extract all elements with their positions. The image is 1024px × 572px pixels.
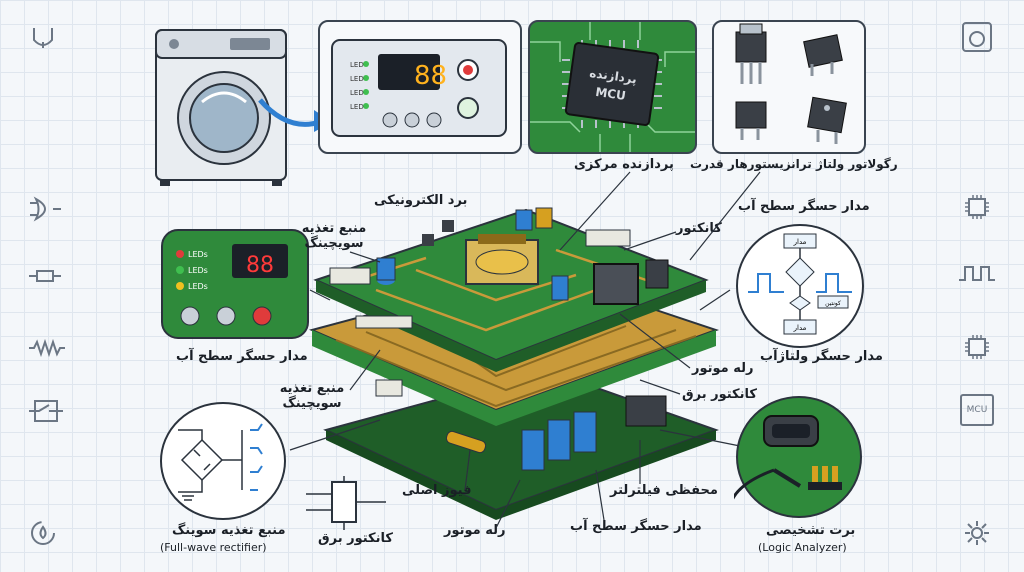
- to220-transistor: [735, 23, 767, 84]
- chip-label-line1: پردازنده: [589, 66, 638, 86]
- main-fuse-label: فیوز اصلی: [402, 483, 472, 498]
- led-label: LED: [350, 89, 364, 97]
- chip-label-line2: MCU: [595, 85, 627, 103]
- transistors-panel-box: [712, 20, 866, 154]
- flow-node-top: مدار: [793, 238, 807, 246]
- seven-segment-display: 88: [414, 61, 447, 91]
- inductor-icon: [29, 338, 65, 358]
- psu-mid-label: منبع تغذیه سویچینگ: [272, 381, 352, 412]
- mcu-chip-icon: MCU: [960, 394, 994, 426]
- diag-port-zoom: [734, 396, 862, 518]
- switch-icon: [29, 400, 63, 422]
- flowchart-zoom: مدار کونتین مدار: [736, 224, 864, 348]
- control-panel-box: LED LED LED LED 88: [318, 20, 522, 154]
- water-drop-icon: [31, 521, 55, 545]
- power-connector-right-label: کانکتور برق: [682, 387, 757, 402]
- washing-machine: [155, 29, 287, 186]
- leds-label: LEDs: [188, 250, 208, 259]
- chip-icon: [965, 195, 989, 219]
- level-sensor-left-label: مدار حسگر سطح آب: [176, 349, 308, 364]
- level-sensor-bottom-label: مدار حسگر سطح آب: [570, 519, 702, 534]
- flow-node-mid: کونتین: [825, 300, 841, 307]
- leds-label: LEDs: [188, 266, 208, 275]
- motor-relay-bottom-label: رله موتور: [444, 523, 506, 538]
- leds-label: LEDs: [188, 282, 208, 291]
- control-panel-drawing: LED LED LED LED 88: [331, 39, 507, 137]
- connector-top-label: کانکتور: [676, 221, 722, 236]
- pulse-icon: [959, 266, 995, 281]
- flow-node-bottom: مدار: [793, 324, 807, 332]
- led-label: LED: [350, 103, 364, 111]
- rectifier-note: (Full-wave rectifier): [160, 541, 267, 554]
- board-label: برد الکترونیکی: [374, 193, 468, 208]
- cpu-label: پردازنده مرکزی: [574, 157, 674, 172]
- washer-drum-icon: [962, 22, 992, 52]
- pcb-stack: [308, 207, 720, 520]
- power-transistor: [807, 96, 847, 144]
- led-label: LED: [350, 75, 364, 83]
- gear-icon: [965, 521, 989, 545]
- power-parts-label: رگولاتور ولتاژ ترانزیستورهار قدرت: [690, 157, 898, 171]
- sink-icon: [33, 28, 53, 48]
- psu-mid-text: منبع تغذیه سویچینگ: [279, 381, 345, 411]
- led-display: 88: [246, 253, 274, 278]
- logic-note: (Logic Analyzer): [758, 541, 847, 554]
- psu-bottom-label: منبع تغذیه سوینگ: [172, 523, 286, 538]
- connector-symbol: [306, 476, 386, 530]
- led-label: LED: [350, 61, 364, 69]
- level-sensor-top-label: مدار حسگر سطح آب: [738, 199, 870, 214]
- voltage-sensor-label: مدار حسگر ولتاژآب: [760, 349, 883, 364]
- dpak-transistor: [803, 34, 843, 76]
- psu-top-label: منبع تغذیه سویچینگ: [294, 221, 374, 252]
- diag-port-label: برت تشخیصی: [766, 523, 856, 538]
- mcu-drawing: پردازنده MCU: [530, 22, 695, 152]
- filter-protector-label: محفظی فیلترلتر: [610, 483, 718, 498]
- motor-relay-right-label: رله موتور: [692, 361, 754, 376]
- led-panel-zoom: LEDs LEDs LEDs 88: [161, 229, 309, 339]
- chip-icon-2: [965, 335, 989, 359]
- power-connector-bottom-label: کانکتور برق: [318, 531, 393, 546]
- regulator: [735, 101, 767, 140]
- transistors-drawing: [735, 23, 847, 144]
- psu-top-text: منبع تغذیه سویچینگ: [301, 221, 367, 251]
- mcu-panel-box: پردازنده MCU: [528, 20, 697, 154]
- resistor-icon: [29, 270, 61, 282]
- logic-gate-icon: [30, 196, 61, 222]
- rectifier-zoom: [160, 402, 286, 520]
